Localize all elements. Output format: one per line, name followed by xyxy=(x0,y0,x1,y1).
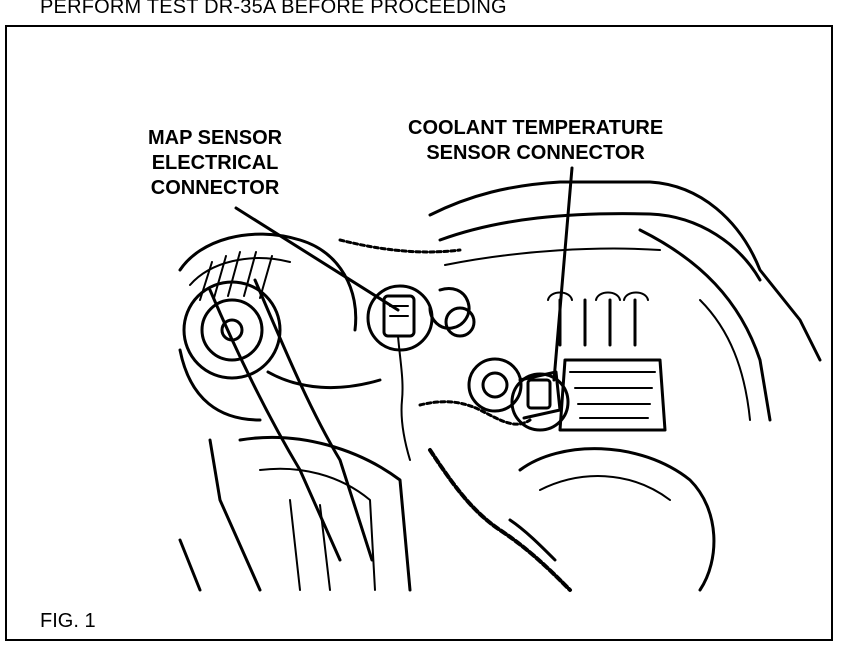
coolant-sensor-callout-line-2: SENSOR CONNECTOR xyxy=(426,142,645,164)
map-sensor-callout-line-2: ELECTRICAL xyxy=(151,152,279,174)
thermostat-housing xyxy=(467,357,523,413)
drive-belt xyxy=(208,288,342,562)
map-sensor-callout: MAP SENSOR ELECTRICAL CONNECTOR xyxy=(148,126,282,201)
fan-shroud xyxy=(518,447,716,592)
alternator-pulley xyxy=(182,280,282,380)
figure-frame xyxy=(5,25,833,641)
distributor-cap xyxy=(558,358,667,432)
map-sensor-callout-line-1: MAP SENSOR xyxy=(148,127,283,149)
map-sensor-leader-line xyxy=(234,206,400,312)
figure-label: FIG. 1 xyxy=(40,610,96,632)
coolant-sensor-body xyxy=(526,378,552,410)
coolant-sensor-highlight-circle xyxy=(510,372,570,432)
coolant-sensor-leader-line xyxy=(552,166,574,382)
map-sensor-callout-line-3: CONNECTOR xyxy=(150,177,280,199)
page-header: PERFORM TEST DR-35A BEFORE PROCEEDING xyxy=(40,0,507,18)
intake-plenum-outline xyxy=(428,180,822,362)
coolant-sensor-callout: COOLANT TEMPERATURE SENSOR CONNECTOR xyxy=(408,116,663,166)
coolant-sensor-callout-line-1: COOLANT TEMPERATURE xyxy=(408,117,664,139)
